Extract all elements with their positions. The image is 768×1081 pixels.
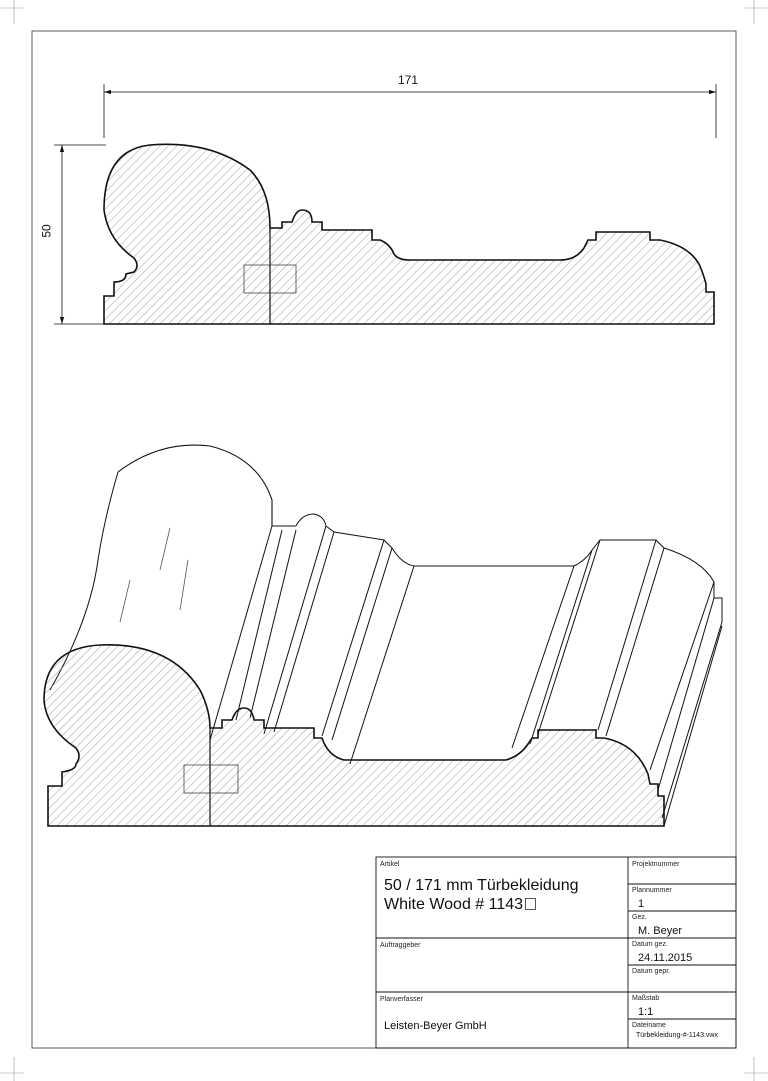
plannummer-label: Plannummer [632,887,672,894]
artikel-label: Artikel [380,861,400,868]
dateiname-label: Dateiname [632,1022,666,1029]
profile-section [103,143,715,325]
placeholder-box-icon [525,898,537,910]
iso-front-section [43,644,665,827]
title-line-1: 50 / 171 mm Türbekleidung [384,877,579,894]
projektnummer-label: Projektnummer [632,861,680,868]
datum-gez-label: Datum gez. [632,941,668,948]
title-line-2-text: White Wood # 1143 [384,896,524,913]
iso-label-box [183,764,239,794]
plannummer-value: 1 [638,898,645,910]
iso-bottom-edge [663,625,723,827]
width-dimension [103,84,717,138]
datum-gez-value: 24.11.2015 [638,952,693,964]
title-block-grid [375,856,737,1049]
width-dimension-label: 171 [398,73,419,87]
planverfasser-label: Planverfasser [380,996,423,1003]
gez-label: Gez. [632,914,647,921]
height-dimension [54,144,106,325]
gez-value: M. Beyer [638,925,683,937]
title-line-2: White Wood # 1143 [384,895,537,914]
planverfasser-value: Leisten-Beyer GmbH [384,1020,487,1032]
dateiname-value: Türbekleidung-#-1143.vwx [636,1032,718,1039]
profile-label-box [243,264,297,294]
massstab-value: 1:1 [638,1006,654,1018]
massstab-label: Maßstab [632,995,660,1002]
isometric-view [49,444,723,819]
datum-gepr-label: Datum gepr. [632,968,671,975]
height-dimension-label: 50 [39,224,54,238]
auftraggeber-label: Auftraggeber [380,942,421,949]
